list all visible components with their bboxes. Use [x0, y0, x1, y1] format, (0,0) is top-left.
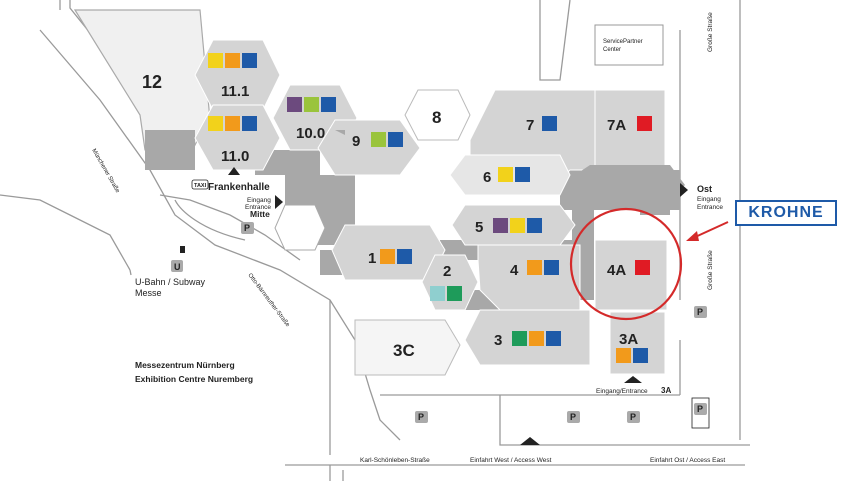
hall-color-square — [635, 260, 650, 275]
hall-3c-label: 3C — [393, 341, 415, 360]
hall-color-square — [397, 249, 412, 264]
svg-text:P: P — [418, 412, 424, 422]
street-grosse-mid: Große Straße — [707, 250, 714, 290]
hall-color-square — [527, 218, 542, 233]
hall-7a-label: 7A — [607, 117, 626, 134]
hall-6-label: 6 — [483, 169, 491, 186]
exhibition-centre-title: Exhibition Centre Nuremberg — [135, 374, 253, 384]
entrance-3a-text: Eingang/Entrance — [596, 388, 648, 395]
hall-color-square — [225, 53, 240, 68]
street-karl: Karl-Schönleben-Straße — [360, 457, 430, 464]
hall-color-square — [430, 286, 445, 301]
parking-icon-6 — [694, 403, 707, 415]
hall-color-square — [515, 167, 530, 182]
hall-11-1-label: 11.1 — [221, 83, 249, 100]
hall-color-square — [447, 286, 462, 301]
ubahn-icon: U — [174, 262, 181, 272]
parking-icon-3 — [567, 411, 580, 423]
street-otto: Otto-Bärnreuther-Straße — [246, 273, 290, 329]
entrance-3a-gate: 3A — [661, 386, 671, 395]
hall-7-label: 7 — [526, 117, 534, 134]
hall-color-square — [637, 116, 652, 131]
hall-color-square — [542, 116, 557, 131]
hall-3-label: 3 — [494, 332, 502, 349]
hall-12-label: 12 — [142, 72, 162, 92]
hall-color-square — [321, 97, 336, 112]
hall-color-square — [527, 260, 542, 275]
hall-8-label: 8 — [432, 108, 441, 127]
svg-text:P: P — [697, 404, 703, 414]
hall-color-square — [546, 331, 561, 346]
hall-9[interactable] — [317, 119, 421, 176]
hall-color-square — [304, 97, 319, 112]
svg-text:P: P — [697, 307, 703, 317]
parking-icon-4 — [627, 411, 640, 423]
street-grosse-top: Große Straße — [707, 12, 714, 52]
hall-color-square — [242, 116, 257, 131]
frankenhalle-label: Frankenhalle — [208, 182, 270, 193]
svg-text:P: P — [244, 223, 250, 233]
hall-color-square — [512, 331, 527, 346]
hall-8[interactable] — [404, 89, 471, 141]
entrance-mitte-eingang: Eingang — [247, 197, 271, 204]
service-partner-label-1: ServicePartner — [603, 39, 643, 45]
hall-11-0-label: 11.0 — [221, 148, 249, 165]
hall-color-square — [529, 331, 544, 346]
parking-icon-2 — [415, 411, 428, 423]
entrance-ost-entrance: Entrance — [697, 204, 723, 211]
hall-4a[interactable] — [594, 239, 668, 311]
hall-color-square — [208, 53, 223, 68]
access-east: Einfahrt Ost / Access East — [650, 457, 725, 464]
hall-color-square — [544, 260, 559, 275]
hall-color-square — [510, 218, 525, 233]
hall-4a-label: 4A — [607, 262, 626, 279]
entrance-mitte-entrance: Entrance — [245, 204, 271, 211]
svg-text:P: P — [630, 412, 636, 422]
hall-10-0-label: 10.0 — [296, 125, 325, 142]
entrance-ost-label: Ost — [697, 184, 712, 194]
hall-3a-label: 3A — [619, 331, 638, 348]
street-muenchener: Münchener Straße — [90, 148, 120, 195]
hall-5-label: 5 — [475, 219, 483, 236]
entrance-mitte-label: Mitte — [250, 209, 270, 219]
hall-4-label: 4 — [510, 262, 519, 279]
hall-3a[interactable] — [609, 311, 666, 375]
taxi-sign: TAXI — [194, 183, 207, 189]
hall-color-square — [208, 116, 223, 131]
hall-1-label: 1 — [368, 250, 376, 267]
hall-color-square — [493, 218, 508, 233]
messezentrum-title: Messezentrum Nürnberg — [135, 360, 235, 370]
hall-color-square — [616, 348, 631, 363]
hall-3[interactable] — [464, 309, 591, 366]
hall-color-square — [242, 53, 257, 68]
service-partner-label-2: Center — [603, 47, 621, 53]
hall-color-square — [380, 249, 395, 264]
hall-3c[interactable] — [354, 319, 461, 376]
hall-color-square — [371, 132, 386, 147]
svg-text:P: P — [570, 412, 576, 422]
krohne-logo: KROHNE — [735, 200, 837, 226]
hall-color-square — [388, 132, 403, 147]
entrance-ost-eingang: Eingang — [697, 196, 721, 203]
hall-color-square — [225, 116, 240, 131]
hall-2-label: 2 — [443, 263, 451, 280]
parking-icon-1 — [241, 222, 254, 234]
hall-color-square — [633, 348, 648, 363]
hall-4[interactable] — [477, 244, 581, 311]
ubahn-label-2: Messe — [135, 288, 162, 298]
highlight-circle — [569, 207, 683, 321]
access-west: Einfahrt West / Access West — [470, 457, 552, 464]
ubahn-label-1: U-Bahn / Subway — [135, 277, 206, 287]
hall-9-label: 9 — [352, 133, 360, 150]
hall-color-square — [287, 97, 302, 112]
hall-color-square — [498, 167, 513, 182]
hall-7a[interactable] — [594, 89, 666, 171]
hall-color-markers — [208, 53, 652, 363]
parking-icon-5 — [694, 306, 707, 318]
